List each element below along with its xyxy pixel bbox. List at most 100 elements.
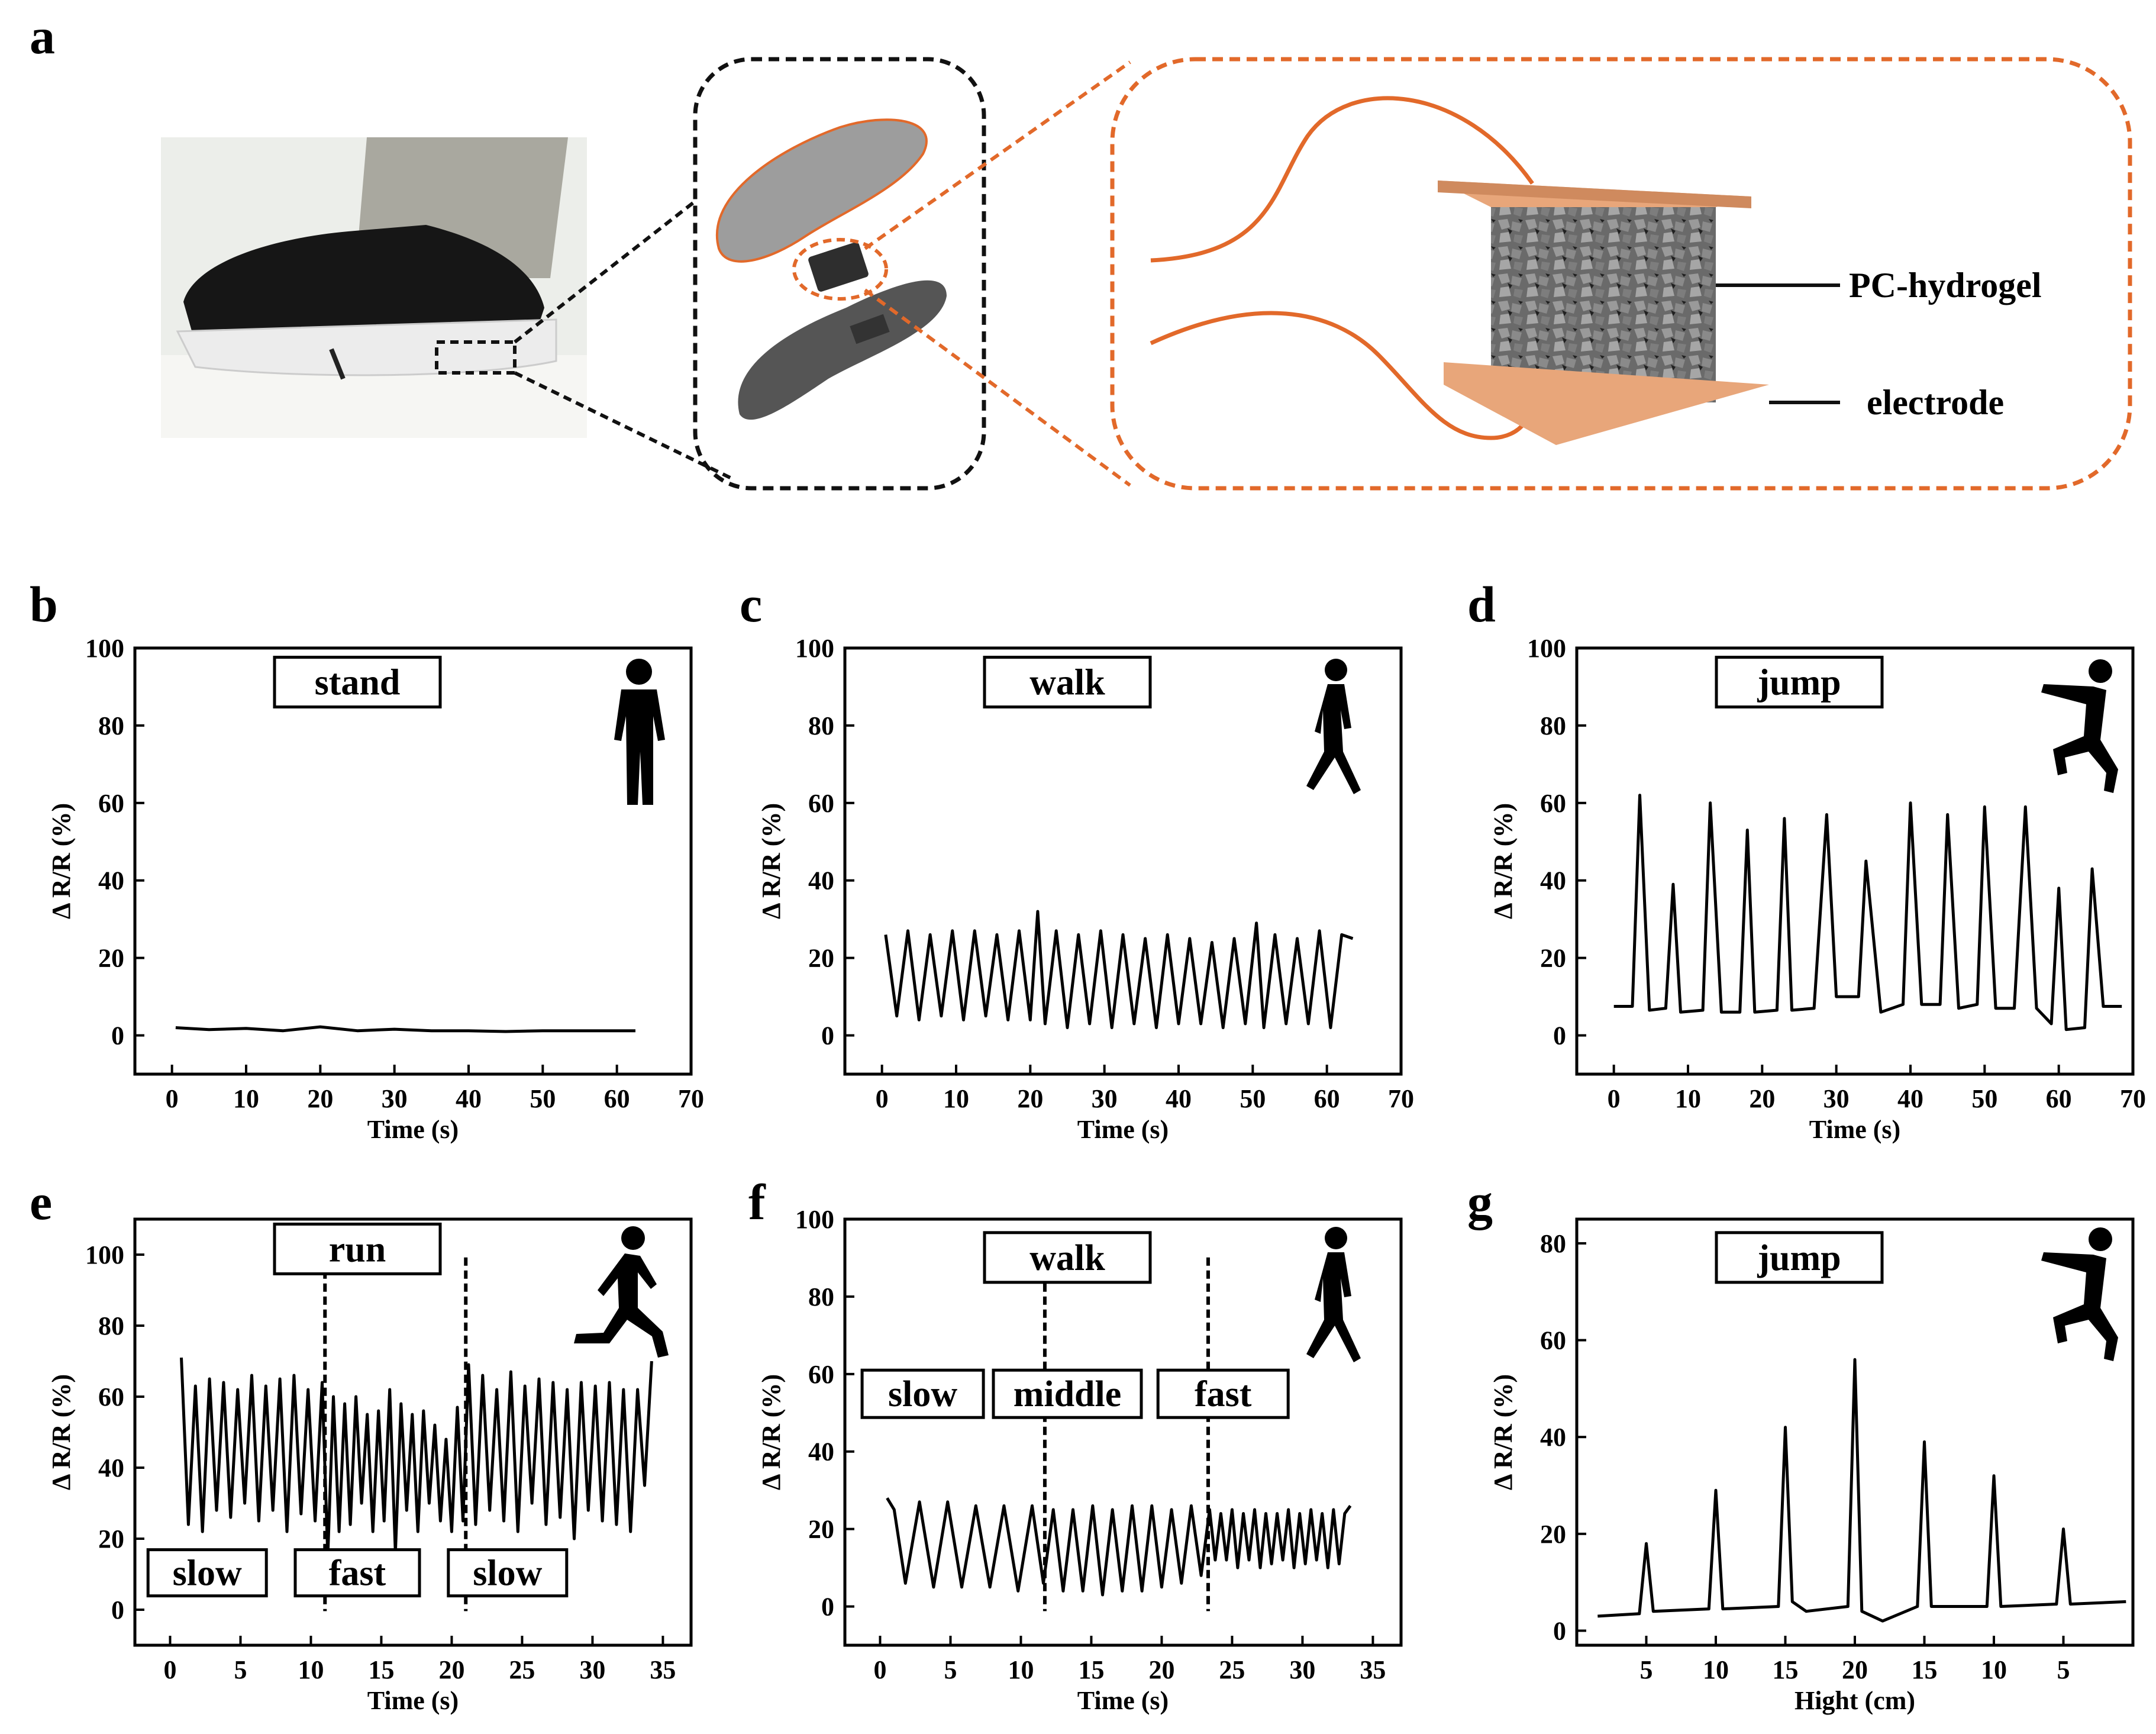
annotation-box [273,656,442,709]
annotation-box [860,1368,985,1419]
annotation-box [146,1548,268,1598]
y-tick-label: 20 [98,1524,124,1553]
x-tick-label: 15 [368,1655,394,1684]
y-tick-label: 80 [1540,1229,1566,1258]
shoe-photo [161,137,587,438]
x-tick-label: 25 [509,1655,535,1684]
x-tick-label: 0 [163,1655,176,1684]
zoom-line-top [514,199,696,344]
y-tick-label: 20 [808,944,834,973]
plot-frame [843,1217,1403,1647]
x-tick-label: 15 [1773,1655,1799,1684]
y-tick-label: 40 [808,866,834,895]
annotation-box [447,1548,569,1598]
y-tick-label: 100 [85,634,124,663]
x-tick-label: 30 [1289,1655,1315,1684]
y-tick-label: 60 [1540,1326,1566,1355]
y-tick-label: 40 [98,866,124,895]
annotation-label: slow [473,1553,542,1594]
x-tick-label: 5 [1640,1655,1653,1684]
panel-label-b: b [30,576,58,633]
running-person-icon [574,1226,669,1358]
x-axis-label: Time (s) [1077,1686,1169,1715]
x-tick-label: 15 [1078,1655,1104,1684]
x-tick-label: 10 [298,1655,324,1684]
x-tick-label: 30 [1823,1084,1850,1113]
y-axis-label: Δ R/R (%) [757,803,786,919]
x-tick-label: 20 [1749,1084,1775,1113]
x-tick-label: 40 [1166,1084,1192,1113]
y-tick-label: 80 [808,711,834,740]
x-tick-label: 20 [1017,1084,1043,1113]
series-line [175,1025,635,1033]
y-tick-label: 0 [1553,1616,1566,1645]
jumping-person-icon [2041,1227,2118,1361]
x-tick-label: 35 [1360,1655,1386,1684]
plot-frame [133,646,693,1076]
x-tick-label: 50 [1240,1084,1266,1113]
x-tick-label: 10 [233,1084,259,1113]
label-electrode: electrode [1867,383,2004,422]
x-tick-label: 60 [604,1084,630,1113]
x-tick-label: 60 [1314,1084,1340,1113]
x-tick-label: 10 [1981,1655,2007,1684]
y-tick-label: 0 [821,1593,834,1622]
y-tick-label: 80 [98,1311,124,1340]
sensor-highlight-ring [792,238,888,301]
annotation-label: walk [1029,663,1105,703]
panel-label-g: g [1467,1174,1493,1230]
x-tick-label: 40 [456,1084,482,1113]
x-tick-label: 10 [1008,1655,1034,1684]
annotation-box [1715,1231,1884,1284]
annotation-label: fast [1195,1374,1252,1414]
y-tick-label: 60 [808,789,834,818]
y-tick-label: 80 [98,711,124,740]
walking-person-icon [1306,1227,1361,1362]
x-axis-label: Time (s) [367,1115,459,1144]
y-tick-label: 0 [1553,1021,1566,1050]
x-tick-label: 20 [438,1655,464,1684]
annotation-box [983,1231,1152,1284]
y-tick-label: 40 [808,1438,834,1467]
insole-top-layer [716,118,928,263]
y-tick-label: 20 [1540,944,1566,973]
plot-frame [133,1217,693,1647]
sensor-zoom-line-bottom [864,288,1131,487]
x-axis-label: Time (s) [367,1686,459,1715]
annotation-label: walk [1029,1238,1105,1278]
annotation-box [992,1368,1143,1419]
x-tick-label: 20 [307,1084,333,1113]
y-tick-label: 0 [111,1596,124,1625]
wire-top [1150,96,1534,263]
annotation-label: middle [1014,1374,1122,1414]
y-tick-label: 20 [808,1515,834,1544]
x-tick-label: 0 [166,1084,179,1113]
y-tick-label: 100 [85,1240,124,1269]
x-tick-label: 0 [873,1655,886,1684]
y-tick-label: 20 [1540,1520,1566,1549]
annotation-box [1715,656,1884,709]
x-tick-label: 0 [1608,1084,1621,1113]
y-axis-label: Δ R/R (%) [1489,803,1518,919]
y-tick-label: 0 [111,1021,124,1050]
x-tick-label: 0 [876,1084,889,1113]
x-tick-label: 50 [530,1084,556,1113]
annotation-label: jump [1757,663,1841,703]
x-tick-label: 5 [2057,1655,2070,1684]
plot-frame [843,646,1403,1076]
panel-label-a: a [30,8,55,65]
annotation-label: stand [315,663,401,703]
jumping-person-icon [2041,659,2118,793]
annotation-box [293,1548,421,1598]
series-line [1597,1358,2126,1623]
x-axis-label: Time (s) [1809,1115,1900,1144]
x-tick-label: 10 [943,1084,969,1113]
y-tick-label: 40 [1540,1423,1566,1452]
y-tick-label: 100 [795,634,834,663]
